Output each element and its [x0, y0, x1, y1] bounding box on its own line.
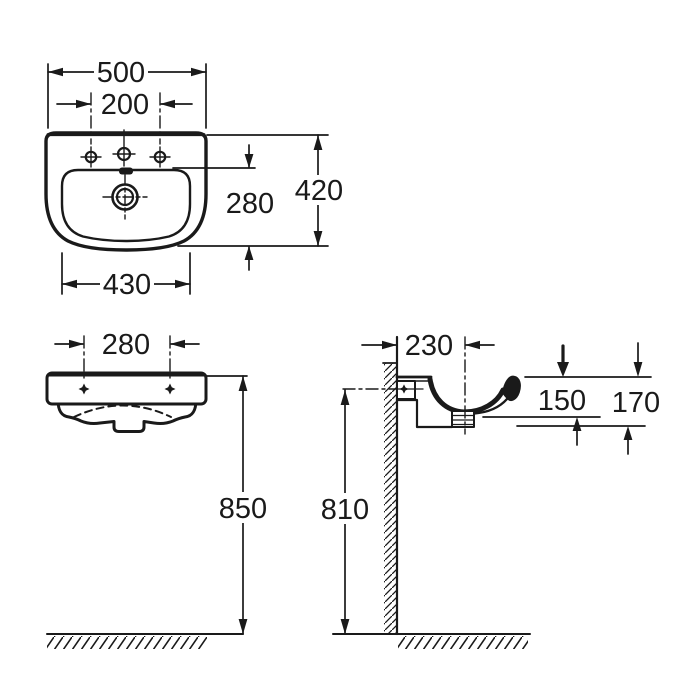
arrow-left-icon: [160, 99, 175, 109]
dim-front-depths: [482, 342, 652, 455]
label-bg: [318, 493, 373, 524]
front-lip-section: [502, 375, 521, 401]
dim-430-label: 430: [103, 269, 151, 301]
dimension-labels: 500 200 420 280 430 280 850 230 150 170 …: [94, 57, 660, 526]
dim-170-label: 170: [612, 387, 660, 419]
front-bowl-hidden-line: [73, 404, 172, 418]
arrow-up-icon: [623, 426, 633, 440]
label-bg: [94, 57, 148, 86]
label-bg: [100, 269, 154, 298]
bowl-section: [427, 376, 506, 415]
wall-hatch: [384, 363, 397, 634]
dim-fixing-centres: [54, 335, 200, 382]
side-view: [332, 335, 652, 649]
dim-280-bowl-label: 280: [226, 188, 274, 220]
dim-bowl-depth: [172, 144, 256, 271]
overflow-slot-icon: [119, 167, 133, 175]
front-underbody: [56, 398, 198, 433]
arrow-right-icon: [175, 279, 190, 289]
dim-200-label: 200: [101, 89, 149, 121]
arrow-left-icon: [62, 279, 77, 289]
arrow-right-icon: [382, 340, 397, 350]
arrow-down-icon: [238, 619, 248, 634]
arrow-up-icon: [244, 246, 254, 260]
trap-box: [451, 410, 475, 428]
arrow-left-icon: [48, 67, 63, 77]
tap-hole-center-icon: [112, 129, 136, 167]
arrow-up-icon: [340, 390, 350, 405]
arrow-left-icon: [465, 340, 480, 350]
arrow-up-icon: [238, 376, 248, 391]
dim-850-label: 850: [219, 493, 267, 525]
tap-hole-right-icon: [149, 146, 171, 168]
arrow-up-icon: [572, 417, 582, 431]
floor-hatch: [398, 636, 528, 649]
dim-230-label: 230: [405, 330, 453, 362]
arrow-down-icon: [313, 231, 323, 246]
arrow-down-icon: [340, 619, 350, 634]
arrow-right-icon: [191, 67, 206, 77]
fixing-star-icon: [78, 383, 90, 395]
drain-crosshair-icon: [102, 174, 148, 220]
dim-280-fixing-label: 280: [102, 329, 150, 361]
arrow-down-icon: [557, 362, 569, 377]
front-view: [45, 335, 248, 649]
arrow-right-icon: [76, 99, 91, 109]
arrow-up-icon: [313, 135, 323, 150]
label-bg: [216, 492, 271, 523]
dim-tap-hole-spacing: [56, 92, 193, 145]
plan-view: [44, 63, 329, 295]
front-rim: [45, 371, 208, 406]
arrow-down-icon: [244, 154, 254, 168]
arrow-down-icon: [633, 362, 643, 377]
label-bg: [292, 175, 347, 205]
dim-500-label: 500: [97, 57, 145, 89]
dim-fixing-from-wall: [361, 340, 495, 350]
tap-hole-left-icon: [80, 146, 102, 168]
dim-420-label: 420: [295, 175, 343, 207]
floor-hatch: [47, 636, 207, 649]
arrow-left-icon: [170, 339, 185, 349]
dim-810-label: 810: [321, 494, 369, 526]
fixing-star-icon: [164, 383, 176, 395]
dim-150-label: 150: [538, 385, 586, 417]
arrow-right-icon: [69, 339, 84, 349]
basin-side-profile: [342, 336, 521, 435]
